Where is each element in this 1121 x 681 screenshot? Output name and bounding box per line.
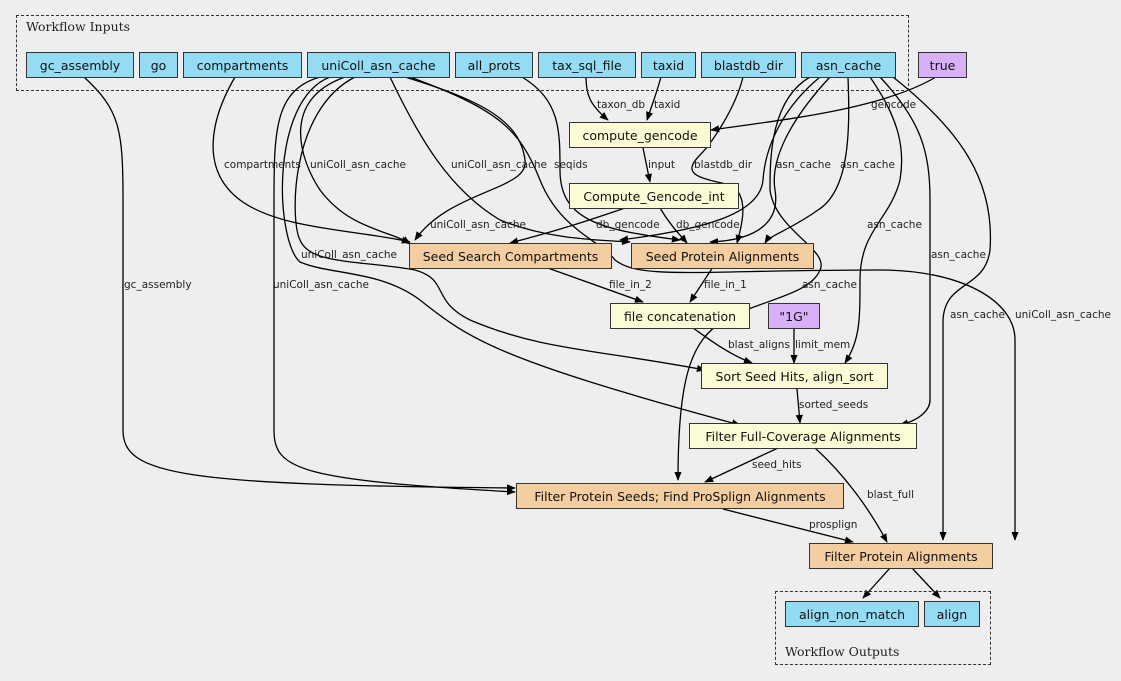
step-seed-protein-alignments[interactable]: Seed Protein Alignments bbox=[631, 243, 814, 269]
output-node-align[interactable]: align bbox=[924, 601, 980, 627]
edge-label: blast_aligns bbox=[728, 339, 790, 351]
edge-label: file_in_1 bbox=[704, 279, 747, 291]
edge-unicoll-to-filter-seeds bbox=[273, 76, 516, 496]
edge-label: seed_hits bbox=[752, 459, 801, 471]
input-node-unicoll-asn-cache[interactable]: uniColl_asn_cache bbox=[307, 52, 450, 78]
edge-label: uniColl_asn_cache bbox=[273, 279, 369, 291]
edge-label: taxon_db bbox=[597, 99, 645, 111]
edge-filter-protein-alignments-to-align-non-match bbox=[862, 567, 891, 599]
edge-asncache-to-filter-full bbox=[879, 76, 931, 427]
edge-file-concat-to-sort-seed bbox=[692, 327, 753, 364]
constant-node-true[interactable]: true bbox=[918, 52, 967, 78]
edge-label: blast_full bbox=[867, 489, 914, 501]
edge-label: input bbox=[648, 159, 675, 171]
edge-label: seqids bbox=[554, 159, 588, 171]
edge-seed-protein-to-file-concat bbox=[689, 266, 714, 303]
edge-true-to-compute-gencode bbox=[710, 76, 937, 133]
step-file-concatenation[interactable]: file concatenation bbox=[610, 303, 750, 329]
step-compute-gencode[interactable]: compute_gencode bbox=[569, 122, 711, 148]
step-seed-search-compartments[interactable]: Seed Search Compartments bbox=[409, 243, 612, 269]
edge-label: compartments bbox=[224, 159, 301, 171]
edge-compartments-to-seed-search bbox=[212, 76, 411, 244]
edge-label: blastdb_dir bbox=[694, 159, 753, 171]
edge-seed-search-to-file-concat bbox=[544, 266, 644, 303]
edge-unicoll-to-filter-protein-alignments bbox=[409, 76, 1019, 541]
edge-compute-gencode-to-int bbox=[642, 147, 652, 183]
edge-label: uniColl_asn_cache bbox=[301, 249, 397, 261]
edge-taxid-to-compute-gencode bbox=[646, 76, 662, 121]
edge-unicoll-to-seed-search bbox=[300, 76, 411, 245]
workflow-inputs-label: Workflow Inputs bbox=[26, 19, 131, 34]
edge-label: asn_cache bbox=[867, 219, 922, 231]
edge-allprots-to-seed-protein bbox=[521, 76, 681, 243]
edge-label: uniColl_asn_cache bbox=[430, 219, 526, 231]
input-node-blastdb-dir[interactable]: blastdb_dir bbox=[701, 52, 796, 78]
edge-label: sorted_seeds bbox=[799, 399, 868, 411]
workflow-outputs-cluster bbox=[775, 591, 991, 665]
edge-label: taxid bbox=[654, 99, 680, 111]
edge-label: asn_cache bbox=[840, 159, 895, 171]
input-node-taxid[interactable]: taxid bbox=[641, 52, 696, 78]
edge-unicoll-to-filter-full bbox=[281, 76, 741, 427]
edge-asncache-to-seed-protein-2 bbox=[764, 76, 850, 244]
edge-asncache-to-seed-search bbox=[619, 76, 821, 243]
edge-label: gc_assembly bbox=[124, 279, 192, 291]
input-node-compartments[interactable]: compartments bbox=[183, 52, 302, 78]
edge-asncache-to-seed-protein bbox=[709, 76, 831, 246]
workflow-outputs-label: Workflow Outputs bbox=[785, 644, 900, 659]
edge-label: limit_mem bbox=[795, 339, 850, 351]
edge-gc-assembly-to-filter-protein-seeds bbox=[83, 76, 516, 492]
input-node-gc-assembly[interactable]: gc_assembly bbox=[26, 52, 134, 78]
step-filter-full-coverage[interactable]: Filter Full-Coverage Alignments bbox=[689, 423, 917, 449]
edge-label: asn_cache bbox=[776, 159, 831, 171]
edges bbox=[83, 76, 1019, 599]
edge-filter-protein-alignments-to-align bbox=[911, 567, 941, 599]
output-node-align-non-match[interactable]: align_non_match bbox=[785, 601, 919, 627]
step-compute-gencode-int[interactable]: Compute_Gencode_int bbox=[569, 183, 739, 209]
edge-filter-full-to-filter-protein-alignments bbox=[814, 447, 888, 543]
edge-label: asn_cache bbox=[931, 249, 986, 261]
step-sort-seed-hits[interactable]: Sort Seed Hits, align_sort bbox=[701, 363, 888, 389]
edge-label: gencode bbox=[871, 99, 916, 111]
edge-label: db_gencode bbox=[596, 219, 660, 231]
edge-filter-seeds-to-filter-protein-alignments bbox=[722, 508, 854, 544]
edge-label: asn_cache bbox=[950, 309, 1005, 321]
edge-label: uniColl_asn_cache bbox=[1015, 309, 1111, 321]
edge-label: asn_cache bbox=[802, 279, 857, 291]
constant-node-1g[interactable]: "1G" bbox=[768, 303, 820, 329]
edge-taxsql-to-compute-gencode bbox=[585, 76, 609, 121]
edge-sort-seed-to-filter-full bbox=[795, 388, 803, 424]
edge-unicoll-to-sort-seed bbox=[294, 76, 706, 373]
edge-filter-full-to-filter-seeds bbox=[704, 447, 779, 483]
edge-unicoll-to-seed-protein bbox=[389, 76, 631, 246]
edge-label: prosplign bbox=[809, 519, 857, 531]
input-node-all-prots[interactable]: all_prots bbox=[455, 52, 533, 78]
edge-unicoll-to-seed-search-2 bbox=[404, 76, 526, 241]
edge-label: db_gencode bbox=[676, 219, 740, 231]
edge-asncache-to-sort-seed bbox=[844, 76, 903, 364]
edge-label: uniColl_asn_cache bbox=[451, 159, 547, 171]
edge-label: file_in_2 bbox=[609, 279, 652, 291]
workflow-inputs-cluster bbox=[16, 15, 909, 91]
step-filter-protein-alignments[interactable]: Filter Protein Alignments bbox=[809, 543, 993, 569]
edge-labels: taxon_db taxid gencode input compartment… bbox=[124, 99, 1111, 531]
edge-int-to-seed-search bbox=[509, 207, 626, 245]
step-filter-protein-seeds[interactable]: Filter Protein Seeds; Find ProSplign Ali… bbox=[516, 483, 844, 509]
input-node-go[interactable]: go bbox=[139, 52, 178, 78]
edge-label: uniColl_asn_cache bbox=[310, 159, 406, 171]
input-node-tax-sql-file[interactable]: tax_sql_file bbox=[538, 52, 636, 78]
edge-asncache-to-filter-seeds bbox=[674, 76, 822, 481]
edge-asncache-to-filter-protein-alignments bbox=[892, 76, 992, 541]
edge-int-to-seed-protein bbox=[659, 207, 688, 244]
input-node-asn-cache[interactable]: asn_cache bbox=[801, 52, 896, 78]
edge-blastdb-to-seed-protein bbox=[691, 76, 744, 244]
